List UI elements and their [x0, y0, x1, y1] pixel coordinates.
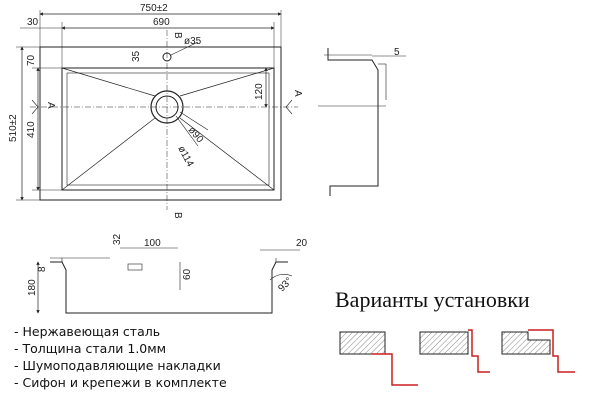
front-section-view — [36, 247, 300, 314]
variant-overmount — [501, 329, 575, 373]
dim-section-8: 8 — [37, 266, 48, 272]
dim-section-100: 100 — [144, 238, 161, 249]
installation-variants — [339, 329, 575, 386]
top-view-labels: 750±2 690 30 510±2 410 70 35 120 ø35 ø90… — [8, 3, 303, 219]
variant-undermount — [339, 331, 418, 386]
spec-item: - Толщина стали 1.0мм — [14, 341, 167, 356]
dim-section-20: 20 — [296, 238, 308, 249]
dim-section-60: 60 — [182, 268, 193, 280]
dim-section-180: 180 — [27, 279, 38, 296]
section-mark-b-top: B — [172, 32, 183, 39]
spec-item: - Шумоподавляющие накладки — [14, 358, 221, 373]
variants-title: Варианты установки — [335, 287, 530, 312]
dim-angle: 93° — [276, 276, 294, 294]
sink-bowl-inner — [66, 72, 270, 186]
section-mark-b-bottom: B — [172, 212, 183, 219]
side-section-view — [318, 48, 406, 196]
dim-inner-height: 410 — [26, 121, 37, 138]
front-section-labels: 32 100 20 180 8 60 93° — [27, 233, 308, 296]
spec-item: - Нержавеющая сталь — [14, 324, 161, 339]
dim-drain-offset-y: 120 — [254, 83, 265, 100]
dim-section-32: 32 — [112, 233, 123, 245]
section-mark-a-left: A — [45, 102, 56, 109]
dim-hole-diameter: ø35 — [184, 36, 202, 47]
dim-drain-offset-x: 35 — [131, 50, 142, 62]
dim-top-margin: 70 — [26, 54, 37, 66]
sink-bowl — [61, 67, 275, 191]
dim-drain-d114: ø114 — [175, 144, 195, 169]
spec-list: - Нержавеющая сталь - Толщина стали 1.0м… — [14, 323, 227, 391]
variant-flush — [419, 329, 490, 373]
spec-item: - Сифон и крепежи в комплекте — [14, 375, 227, 390]
dim-left-margin: 30 — [27, 17, 39, 28]
section-mark-a-right: A — [292, 90, 303, 97]
sink-outer-rim — [39, 46, 282, 201]
top-view — [16, 10, 298, 210]
dim-overall-height: 510±2 — [8, 114, 19, 142]
dim-inner-width: 690 — [153, 17, 170, 28]
dim-drain-d90: ø90 — [186, 125, 206, 146]
dim-overall-width: 750±2 — [140, 3, 168, 14]
dim-side-depth-step: 5 — [394, 47, 400, 58]
